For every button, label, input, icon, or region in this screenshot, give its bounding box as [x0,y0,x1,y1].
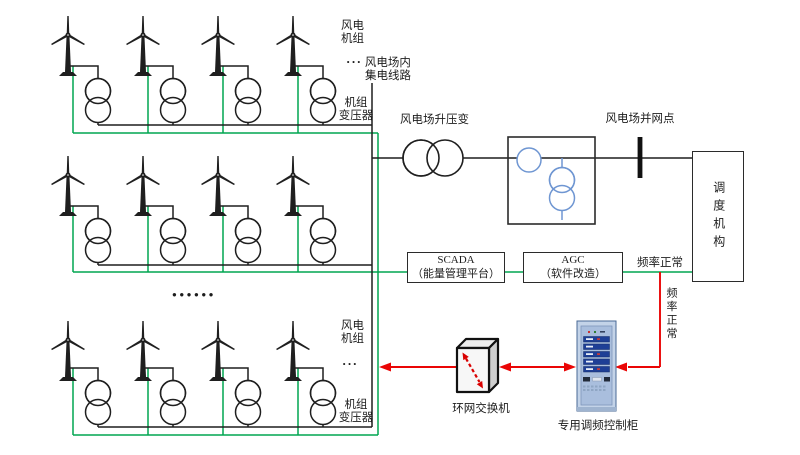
scada-title: SCADA [437,254,475,266]
label-line: 风电场内 [364,57,411,69]
ring-network-switch-icon [455,337,500,394]
arrowhead-into-cabinet-right [615,362,627,372]
ellipsis-icon: ··· [346,54,363,69]
red-arrowheads [379,362,627,372]
wind-turbine-icon [276,321,310,381]
wind-turbines [51,16,310,381]
unit-transformer-icon [309,77,337,124]
unit-transformer-icon [159,77,187,124]
wind-turbine-icon [201,156,235,216]
unit-transformer-icon [309,379,337,426]
label-line: 机组 [341,332,364,345]
label-line: 机组 [344,399,368,411]
label-line: 风电 [341,320,364,332]
rows-ellipsis-icon: ●●●●●● [172,290,216,299]
control-cabinet-label: 专用调频控制柜 [557,420,639,432]
label-line: 机组 [341,32,364,45]
unit-transformer-icon [234,217,262,264]
dispatch-agency-label: 调度机构 [711,180,726,253]
ring-switch-label: 环网交换机 [452,403,510,415]
unit-transformer-icon [159,217,187,264]
wind-turbine-icon [201,321,235,381]
label-line: 变压器 [338,109,374,122]
row1-transformer-label: 机组 变压器 [337,97,375,122]
boost-transformer-label: 风电场升压变 [400,114,469,126]
arrowhead-into-switch [499,362,511,372]
unit-transformer-icon [309,217,337,264]
wind-turbine-icon [126,156,160,216]
unit-transformer-icon [159,379,187,426]
arrowhead-into-network [379,362,391,372]
unit-transformer-icon [84,379,112,426]
grid-connection-label: 风电场并网点 [605,113,675,125]
label-line: 机组 [344,97,368,109]
label-line: 风电 [341,20,364,32]
wind-turbine-icon [126,321,160,381]
scada-subtitle: （能量管理平台） [412,267,500,280]
dispatch-agency-box: 调度机构 [692,151,744,282]
agc-box: AGC （软件改造） [523,252,623,283]
unit-transformer-icon [84,217,112,264]
comm-lines-green [72,66,692,436]
unit-transformer-icon [234,77,262,124]
agc-subtitle: （软件改造） [540,267,606,280]
row3-transformer-label: 机组 变压器 [337,399,375,424]
collection-line-label: ··· 风电场内 集电线路 [346,54,411,82]
row1-turbine-label: 风电 机组 [341,20,364,45]
signal-lines-red [389,272,661,368]
frequency-normal-label-vertical: 频率正常 [665,287,677,341]
wind-turbine-icon [201,16,235,76]
unit-transformer-icon [234,379,262,426]
arrowhead-into-cabinet-left [564,362,576,372]
label-line: 变压器 [338,411,374,424]
scada-box: SCADA （能量管理平台） [407,252,505,283]
frequency-measurement-box [507,136,596,225]
wind-turbine-icon [276,156,310,216]
wind-turbine-icon [51,321,85,381]
agc-title: AGC [561,254,585,266]
wind-turbine-icon [276,16,310,76]
wind-turbine-icon [126,16,160,76]
row3-turbine-label: 风电 机组 [341,320,364,345]
pt-circle-icon [516,147,542,173]
boost-transformer-icon [402,139,464,177]
label-line: 集电线路 [365,69,411,82]
row3-ellipsis-icon: ··· [342,356,359,371]
grid-connection-busbar [637,137,643,178]
frequency-normal-label-horizontal: 频率正常 [637,257,683,269]
wind-turbine-icon [51,16,85,76]
wind-turbine-icon [51,156,85,216]
unit-transformer-icon [84,77,112,124]
control-cabinet-icon [576,320,617,412]
